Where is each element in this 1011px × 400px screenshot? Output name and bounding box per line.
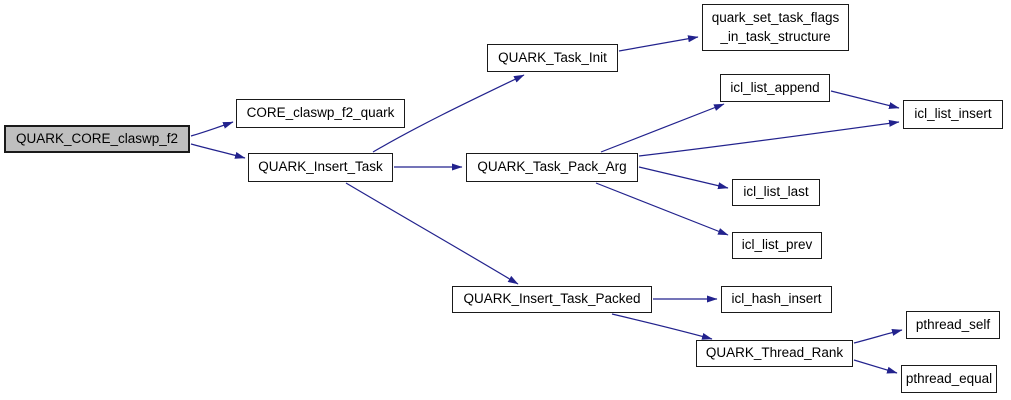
graph-node-quark-insert-task[interactable]: QUARK_Insert_Task	[248, 153, 393, 182]
edge-quark-insert-task-packed-to-quark-thread-rank	[611, 313, 713, 340]
graph-node-quark-thread-rank[interactable]: QUARK_Thread_Rank	[696, 340, 853, 367]
edge-quark-task-pack-arg-to-icl-list-last	[638, 166, 729, 190]
edge-quark-task-init-to-quark-set-task-flags-in-task-structure	[618, 35, 699, 52]
edge-quark-core-claswp-f2-to-core-claswp-f2-quark	[190, 121, 234, 137]
graph-node-core-claswp-f2-quark[interactable]: CORE_claswp_f2_quark	[236, 99, 405, 128]
graph-node-quark-insert-task-packed[interactable]: QUARK_Insert_Task_Packed	[452, 286, 652, 313]
graph-node-quark-task-init[interactable]: QUARK_Task_Init	[487, 44, 618, 72]
edge-quark-thread-rank-to-pthread-self	[853, 329, 903, 344]
graph-node-quark-core-claswp-f2: QUARK_CORE_claswp_f2	[4, 125, 190, 153]
graph-node-icl-list-append[interactable]: icl_list_append	[720, 74, 830, 102]
graph-node-icl-list-insert[interactable]: icl_list_insert	[903, 100, 1003, 129]
edge-quark-core-claswp-f2-to-quark-insert-task	[190, 143, 246, 159]
edge-quark-thread-rank-to-pthread-equal	[853, 359, 898, 374]
edge-quark-task-pack-arg-to-icl-list-prev	[595, 182, 729, 236]
graph-node-pthread-equal[interactable]: pthread_equal	[901, 365, 997, 393]
edge-icl-list-append-to-icl-list-insert	[830, 90, 900, 109]
graph-node-icl-list-prev[interactable]: icl_list_prev	[732, 232, 822, 259]
graph-node-icl-list-last[interactable]: icl_list_last	[732, 179, 820, 206]
graph-node-icl-hash-insert[interactable]: icl_hash_insert	[721, 286, 832, 313]
edge-quark-task-pack-arg-to-icl-list-insert	[638, 119, 900, 157]
edge-quark-insert-task-to-quark-insert-task-packed	[345, 182, 519, 285]
graph-node-pthread-self[interactable]: pthread_self	[906, 311, 1000, 339]
graph-node-quark-task-pack-arg[interactable]: QUARK_Task_Pack_Arg	[466, 153, 638, 182]
graph-node-quark-set-task-flags-in-task-structure[interactable]: quark_set_task_flags _in_task_structure	[702, 4, 849, 51]
edge-quark-task-pack-arg-to-icl-list-append	[600, 103, 725, 153]
edge-quark-insert-task-to-quark-task-init	[372, 74, 525, 153]
edges-layer	[190, 35, 903, 374]
